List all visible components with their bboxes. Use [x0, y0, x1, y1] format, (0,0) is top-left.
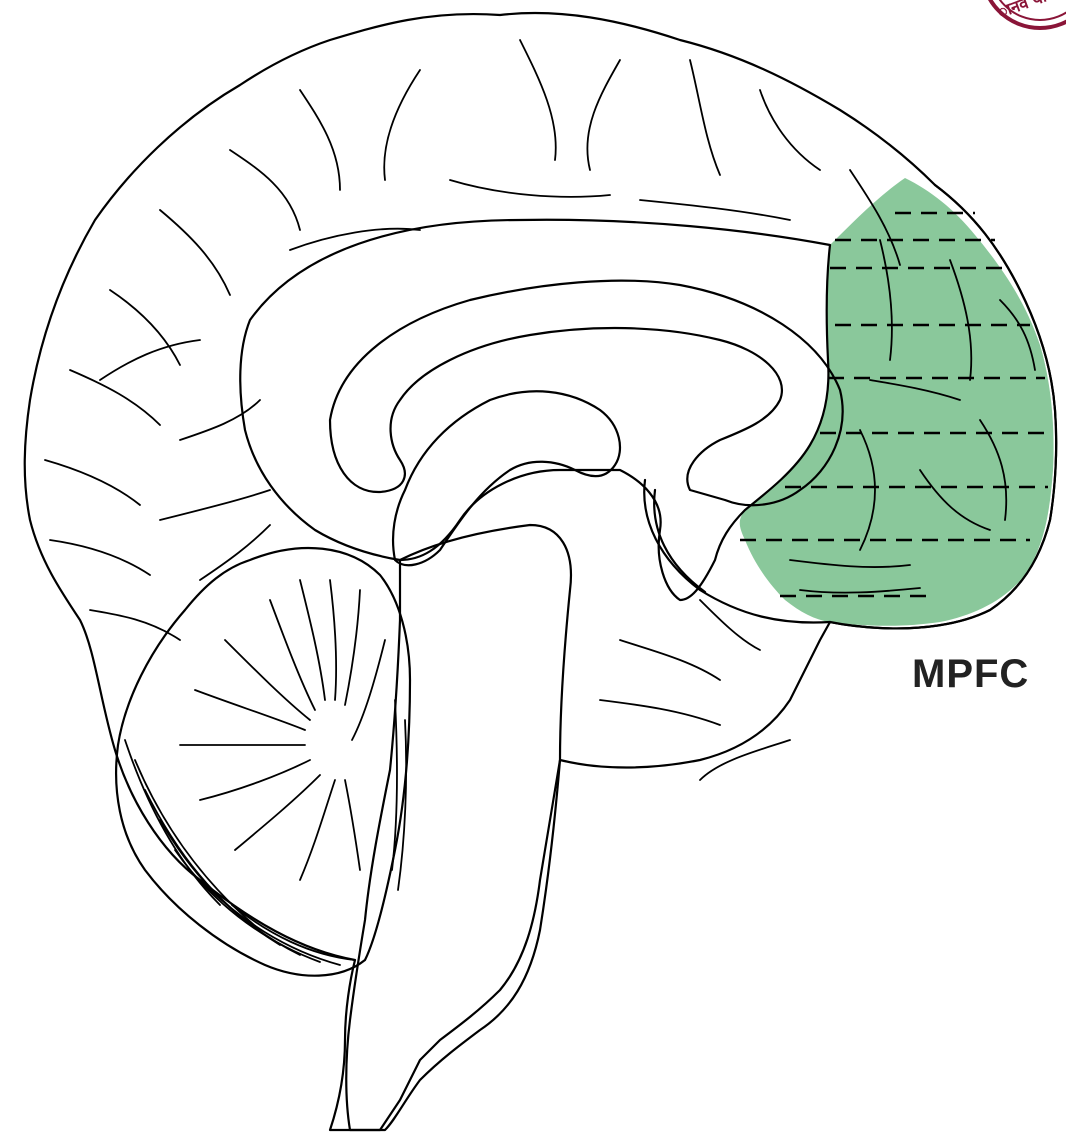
mpfc-label: MPFC: [912, 652, 1029, 697]
mpfc-region: [740, 178, 1054, 626]
arbor-vitae: [125, 580, 406, 965]
cingulate-gyrus: [240, 220, 830, 600]
corpus-callosum: [330, 281, 843, 506]
brainstem: [346, 525, 571, 1130]
